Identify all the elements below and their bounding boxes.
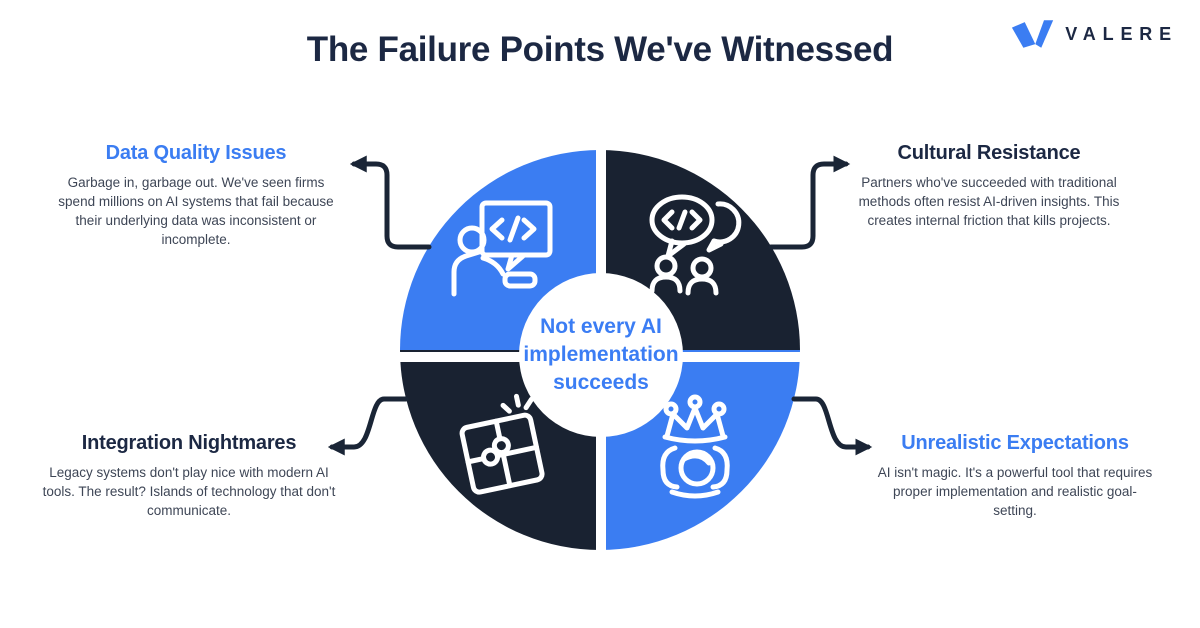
broken-puzzle-icon bbox=[459, 393, 545, 495]
callout-body: Partners who've succeeded with tradition… bbox=[858, 175, 1120, 228]
callout-title: Integration Nightmares bbox=[81, 432, 297, 454]
callout-body: Garbage in, garbage out. We've seen firm… bbox=[58, 175, 334, 247]
center-hub bbox=[519, 273, 683, 437]
logo-wordmark: VALERE bbox=[1065, 23, 1178, 44]
callout-body: Legacy systems don't play nice with mode… bbox=[42, 465, 336, 518]
callout-title: Data Quality Issues bbox=[105, 142, 287, 164]
crowned-person-icon bbox=[660, 394, 730, 499]
callout-cultural-resistance: Cultural Resistance Partners who've succ… bbox=[848, 142, 1130, 231]
valere-logo: VALERE bbox=[1011, 18, 1178, 50]
callout-data-quality-issues: Data Quality Issues Garbage in, garbage … bbox=[48, 142, 344, 250]
callout-unrealistic-expectations: Unrealistic Expectations AI isn't magic.… bbox=[875, 432, 1155, 521]
arrow-to-unrealistic-expectations bbox=[791, 396, 873, 456]
arrow-to-integration-nightmares bbox=[327, 396, 409, 456]
callout-body: AI isn't magic. It's a powerful tool tha… bbox=[877, 465, 1153, 518]
arrow-to-data-quality bbox=[349, 155, 432, 250]
arrow-to-cultural-resistance bbox=[768, 155, 851, 250]
valere-v-icon bbox=[1012, 20, 1054, 48]
team-chat-icon bbox=[649, 194, 742, 296]
callout-integration-nightmares: Integration Nightmares Legacy systems do… bbox=[38, 432, 340, 521]
center-statement: Not every AI implementation succeeds bbox=[523, 315, 679, 394]
callout-title: Unrealistic Expectations bbox=[901, 432, 1129, 454]
callout-title: Cultural Resistance bbox=[897, 142, 1081, 164]
developer-screen-icon bbox=[451, 200, 553, 297]
page-title: The Failure Points We've Witnessed bbox=[306, 30, 894, 69]
